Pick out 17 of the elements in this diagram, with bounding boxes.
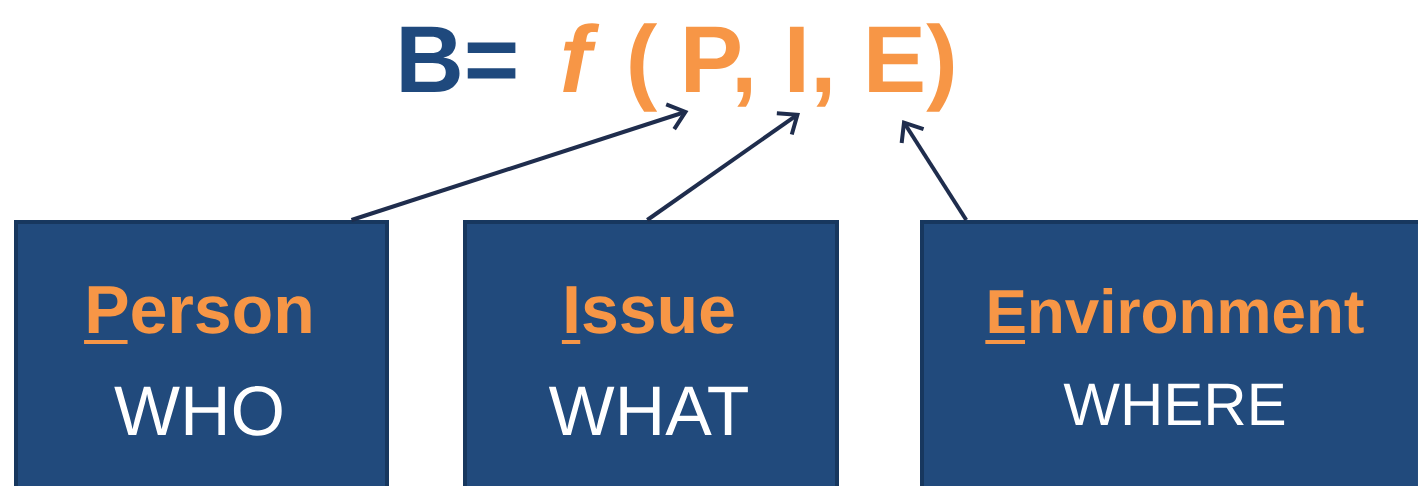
formula-text: B= xyxy=(401,26,516,92)
formula-text: E) xyxy=(869,23,954,112)
text-box xyxy=(463,220,839,486)
text-box xyxy=(920,220,1418,486)
formula-text: P, xyxy=(686,26,751,107)
arrow xyxy=(646,111,800,222)
heading-text: Environment xyxy=(985,288,1364,344)
arrow xyxy=(350,102,689,222)
heading-text: Person xyxy=(84,286,311,344)
arrow xyxy=(899,119,968,222)
body-text: WHAT xyxy=(548,386,748,435)
text-box xyxy=(14,220,389,486)
body-text: WHO xyxy=(114,386,282,436)
body-text: WHERE xyxy=(1063,383,1285,425)
heading-text: Issue xyxy=(561,286,734,344)
formula-text: f ( xyxy=(563,23,658,112)
formula-text: I, xyxy=(789,26,831,107)
